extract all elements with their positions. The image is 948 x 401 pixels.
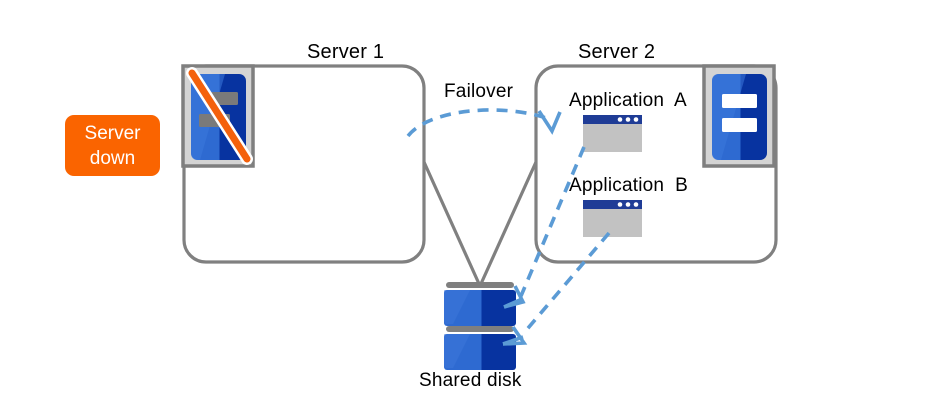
- application-a-label: Application A: [569, 90, 687, 111]
- server2-title: Server 2: [578, 41, 656, 63]
- failover-arrow: [406, 108, 562, 138]
- application-window-icon: [583, 200, 642, 237]
- failover-label: Failover: [444, 81, 514, 102]
- server-down-icon: [181, 64, 255, 168]
- status-badge-line1: Server: [84, 122, 141, 144]
- status-badge-line2: down: [89, 147, 136, 169]
- app-b-to-disk-arrow: [502, 231, 611, 346]
- server1-title: Server 1: [307, 41, 385, 63]
- status-badge: Server down: [65, 115, 160, 176]
- application-window-icon: [583, 115, 642, 152]
- shared-disk-label: Shared disk: [419, 370, 522, 391]
- application-b-label: Application B: [569, 175, 688, 196]
- server-to-disk-connectors: [422, 161, 538, 287]
- shared-disk-icon: [444, 282, 516, 370]
- server-icon: [702, 64, 776, 168]
- app-a-to-disk-arrow: [503, 146, 586, 309]
